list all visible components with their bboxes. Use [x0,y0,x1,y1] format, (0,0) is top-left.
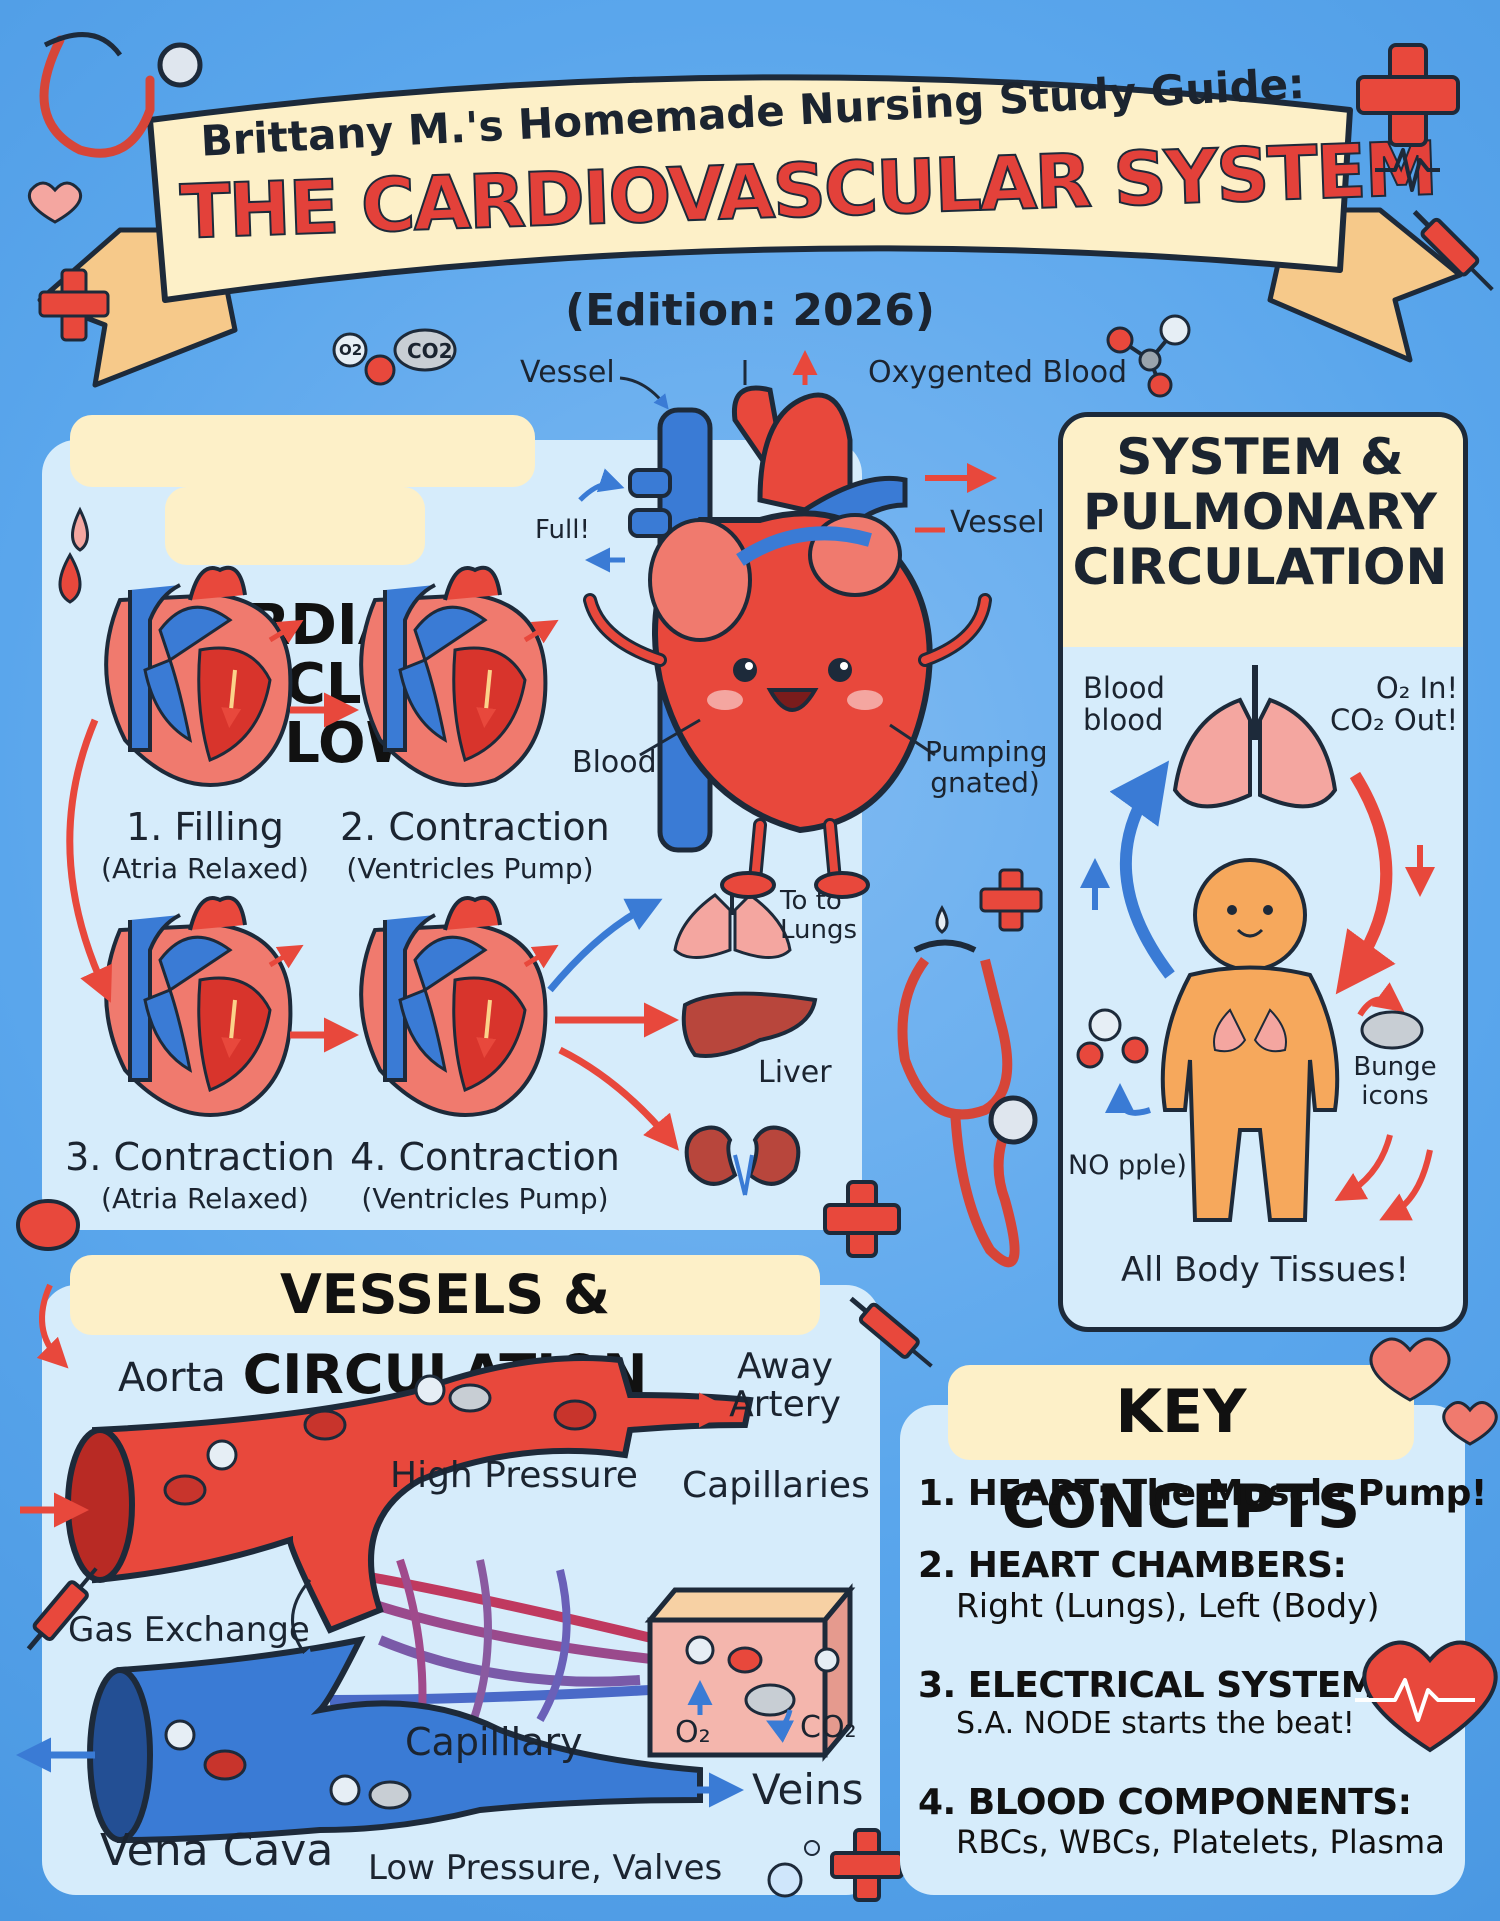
veins-label: Veins [752,1765,864,1814]
step3-title: 3. Contraction [65,1135,335,1179]
key-item-3-subtitle: S.A. NODE starts the beat! [956,1706,1355,1741]
kidneys-icon [684,1125,801,1196]
medical-cross-icon [823,1180,901,1258]
step2-subtitle: (Ventricles Pump) [346,852,594,885]
aorta-label: Aorta [118,1355,226,1401]
vessels-heading: VESSELS & CIRCULATION [70,1255,820,1406]
heart-label-oxygenated: Oxygented Blood [868,355,1128,390]
low-pressure-label: Low Pressure, Valves [368,1848,723,1888]
o2-bubble-label: O2 [339,341,363,359]
pulmonary-heading: SYSTEM & PULMONARY CIRCULATION [1072,428,1448,596]
molecule-icon [1076,1008,1149,1069]
step4-subtitle: (Ventricles Pump) [361,1182,609,1215]
liver-icon [681,991,818,1058]
stethoscope-icon [39,32,203,158]
high-pressure-label: High Pressure [390,1455,638,1496]
key-item-1: 1. HEART: The Muscle Pump! [918,1473,1487,1514]
red-blood-cell-icon [16,1199,80,1251]
pulmonary-blood-label: Blood blood [1083,671,1165,737]
step1-subtitle: (Atria Relaxed) [101,852,309,885]
ekg-line-icon [1375,148,1440,192]
medical-cross-icon [830,1828,904,1902]
medical-cross-icon [1356,43,1460,147]
key-item-2: 2. HEART CHAMBERS: Right (Lungs), Left (… [918,1545,1380,1625]
banner-decorations [28,32,1494,398]
blood-drop-icon [58,551,82,604]
edition-label: (Edition: 2026) [565,285,935,336]
step4-title: 4. Contraction [350,1135,620,1179]
pulmonary-bunge-label: Bunge icons [1353,1052,1437,1111]
key-item-2-subtitle: Right (Lungs), Left (Body) [956,1586,1380,1625]
molecule-icon [1106,314,1191,398]
key-item-4-subtitle: RBCs, WBCs, Platelets, Plasma [956,1823,1445,1861]
lungs-icon [1172,665,1338,809]
syringe-icon [1412,210,1494,292]
pulmonary-no-label: NO pple) [1068,1150,1187,1181]
heart-icon [28,181,82,224]
blood-drop-icon [71,506,89,552]
heart-label-vessel-right: Vessel [950,505,1045,540]
artery-label: Away Artery [729,1346,841,1425]
syringe-icon [849,1296,933,1368]
pulmonary-tissues-label: All Body Tissues! [1120,1250,1409,1290]
key-item-3-title: 3. ELECTRICAL SYSTEM: [918,1665,1391,1706]
lungs-icon [673,875,792,959]
heart-label-pumping: Pumping gnated) [925,735,1048,799]
medical-cross-icon [979,868,1043,932]
gas-bubbles-icon [332,328,457,386]
key-item-2-title: 2. HEART CHAMBERS: [918,1545,1347,1586]
key-item-1-title: 1. HEART: The Muscle Pump! [918,1473,1487,1514]
syringe-icon [26,1567,98,1651]
person-icon [1160,858,1340,1222]
vena-cava-label: Vena Cava [100,1825,334,1876]
capillaries-label: Capillaries [682,1465,870,1506]
heart-ekg-icon [1355,1640,1498,1753]
heart-icon [1369,1337,1451,1402]
banner-ribbon [37,74,1463,388]
step1-title: 1. Filling [126,805,284,849]
liver-label: Liver [758,1055,832,1090]
key-item-4-title: 4. BLOOD COMPONENTS: [918,1782,1412,1823]
gas-exchange-label: Gas Exchange [68,1610,310,1650]
heart-label-full: Full! [535,515,590,545]
key-item-4: 4. BLOOD COMPONENTS: RBCs, WBCs, Platele… [918,1782,1445,1861]
key-item-3: 3. ELECTRICAL SYSTEM: S.A. NODE starts t… [918,1665,1391,1741]
step2-title: 2. Contraction [340,805,610,849]
medical-cross-icon [38,268,110,342]
heart-label-blood: Blood [572,745,657,780]
step3-subtitle: (Atria Relaxed) [101,1182,309,1215]
key-concepts-heading: KEY CONCEPTS [948,1365,1414,1542]
heart-label-vessel-top: Vessel [520,355,615,390]
capillary-label: Capilllary [405,1720,583,1764]
key-concepts-panel [900,1405,1465,1895]
co2-label: CO₂ [800,1710,857,1745]
heart-icon [1442,1401,1498,1446]
o2-label: O₂ [675,1715,711,1750]
co2-bubble-label: CO2 [407,339,453,363]
pulmonary-gas-label: O₂ In! CO₂ Out! [1330,671,1459,737]
